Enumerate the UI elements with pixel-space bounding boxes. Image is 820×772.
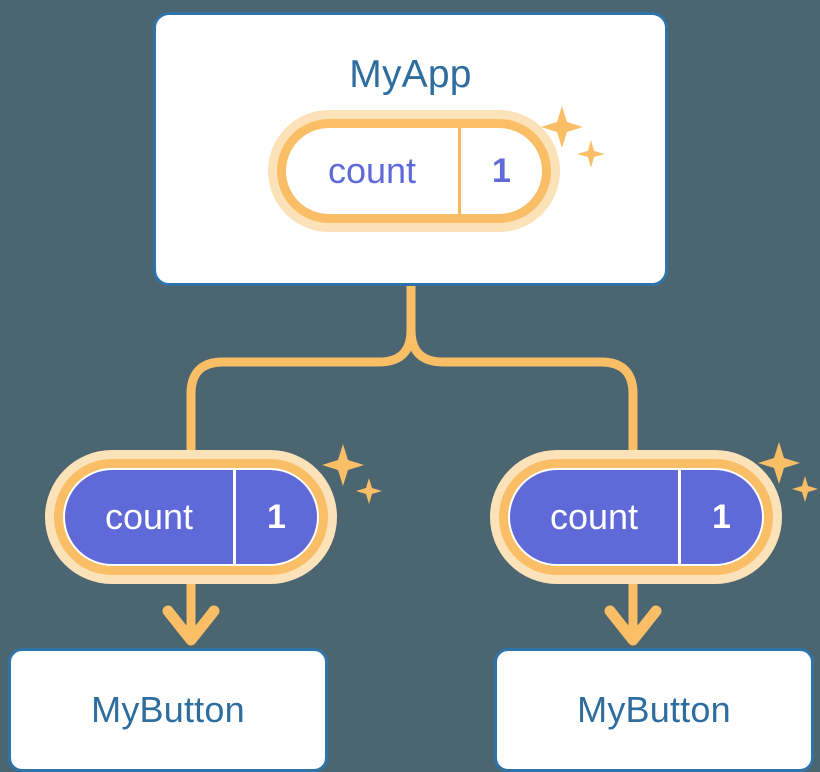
- state-pill-root[interactable]: count 1: [268, 110, 560, 232]
- state-pill-glow: count 1: [268, 110, 560, 232]
- state-pill-glow: count 1: [45, 450, 337, 584]
- component-card-mybutton-right[interactable]: MyButton: [494, 648, 814, 772]
- component-title-mybutton-right: MyButton: [577, 689, 731, 730]
- state-value: 1: [233, 470, 317, 564]
- state-pill-ring: count 1: [54, 459, 328, 575]
- state-name: count: [549, 496, 639, 537]
- state-pill-child-left[interactable]: count 1: [45, 450, 337, 584]
- state-value: 1: [678, 470, 762, 564]
- arrow-right-head: [604, 605, 662, 646]
- component-title-mybutton-left: MyButton: [91, 689, 245, 730]
- state-pill-ring: count 1: [499, 459, 773, 575]
- state-pill-body: count 1: [63, 468, 319, 566]
- connector-branch-right: [406, 325, 638, 460]
- state-pill-ring: count 1: [277, 119, 551, 223]
- state-pill-body: count 1: [508, 468, 764, 566]
- arrow-left-head: [162, 605, 220, 646]
- connector-branch-left: [186, 325, 416, 460]
- state-name: count: [104, 496, 194, 537]
- state-name: count: [327, 150, 417, 191]
- state-value: 1: [458, 128, 542, 214]
- component-card-mybutton-left[interactable]: MyButton: [8, 648, 328, 772]
- state-pill-glow: count 1: [490, 450, 782, 584]
- state-pill-body: count 1: [286, 128, 542, 214]
- state-pill-child-right[interactable]: count 1: [490, 450, 782, 584]
- component-title-myapp: MyApp: [349, 53, 472, 96]
